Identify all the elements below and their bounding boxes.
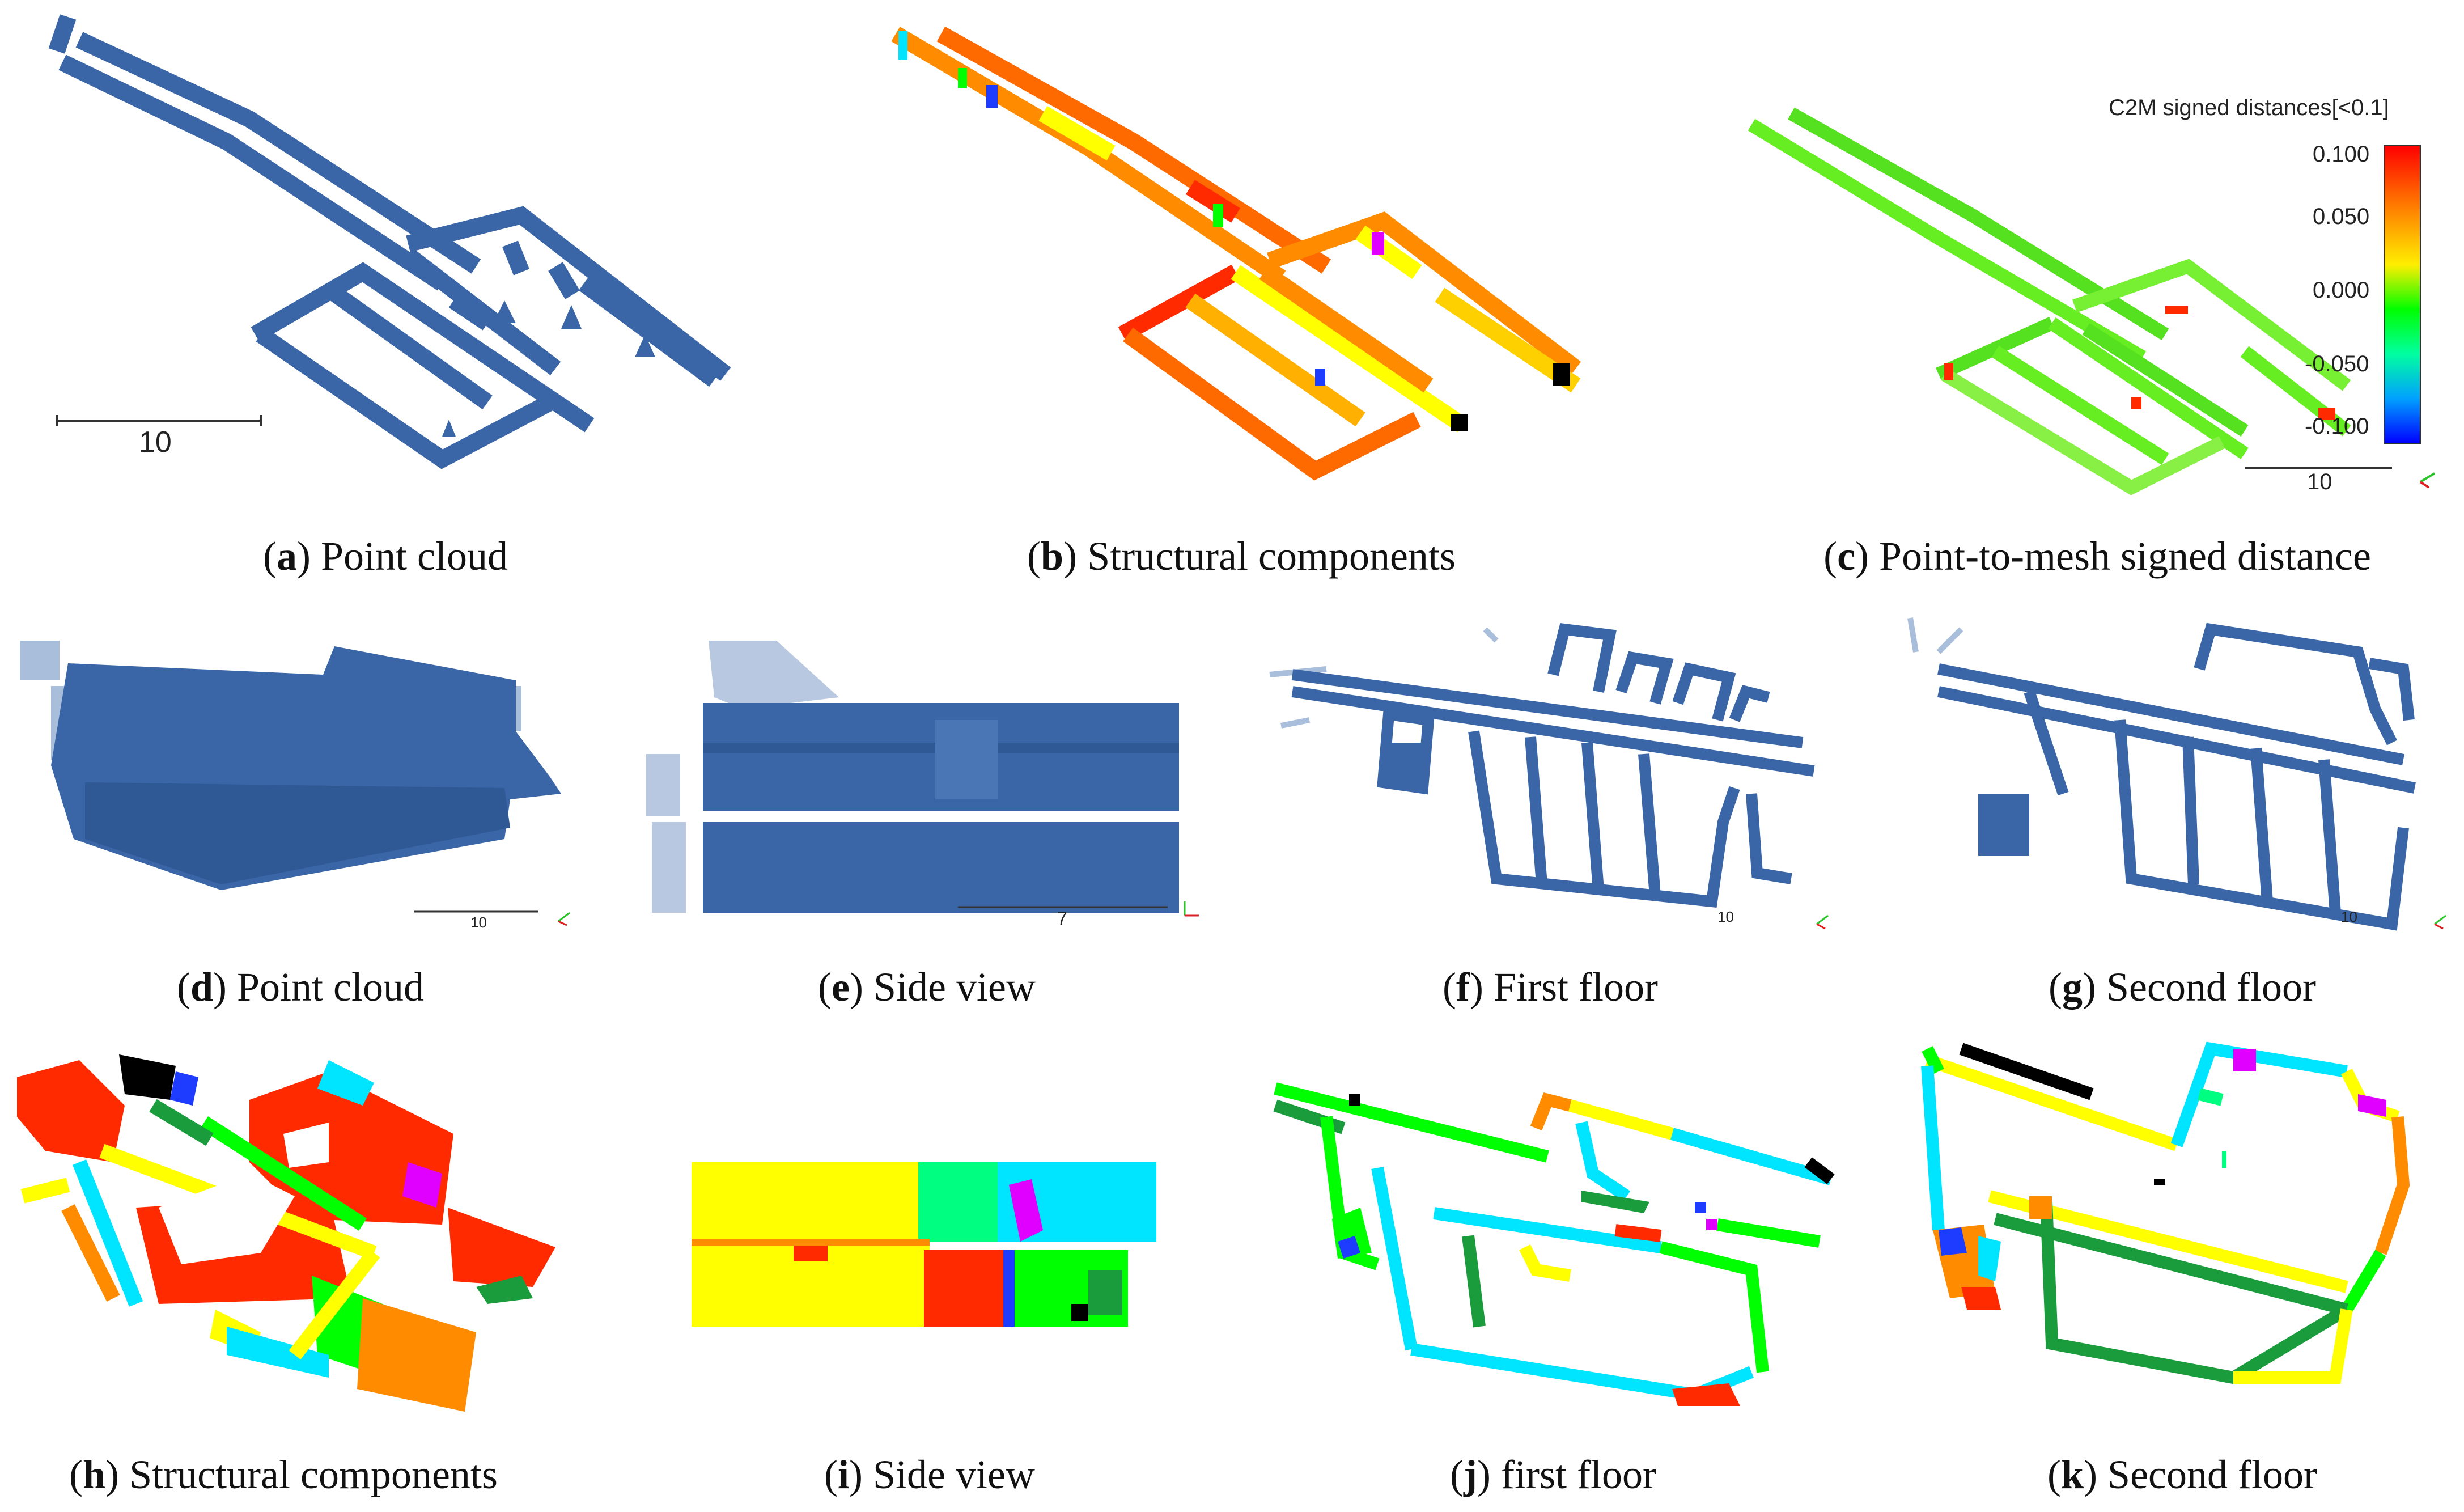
panel-j-caption: (j) first floor [1450,1452,1656,1497]
panel-h-image [11,1037,555,1429]
panel-g-caption: (g) Second floor [2049,964,2316,1010]
panel-g-image: 10 [1905,607,2460,941]
panel-a-caption: (a) Point cloud [263,533,508,579]
colorbar-tick-5: -0.100 [2305,414,2369,439]
panel-a-scale-bar [56,415,262,426]
panel-c-image: 10 [1734,91,2437,499]
panel-a-scale-label: 10 [139,426,172,459]
panel-f-image: 10 [1258,607,1842,941]
colorbar-title: C2M signed distances[<0.1] [2109,95,2389,120]
panel-g-scale-label: 10 [2341,908,2357,925]
panel-e-image: 7 [641,629,1213,947]
panel-e-scale-label: 7 [1057,908,1067,929]
panel-h-caption: (h) Structural components [69,1452,498,1497]
axis-triad-icon [558,912,570,926]
panel-d-caption: (d) Point cloud [176,964,425,1010]
panel-i-image [680,1151,1179,1338]
panel-f-caption: (f) First floor [1443,964,1658,1010]
panel-d-image: 10 [17,624,584,941]
panel-a-image: 10 [11,6,760,499]
panel-k-caption: (k) Second floor [2047,1452,2317,1497]
colorbar-tick-2: 0.050 [2313,204,2370,229]
axis-triad-icon [2434,914,2446,930]
panel-c-caption: (c) Point-to-mesh signed distance [1823,533,2371,579]
panel-f-scale-label: 10 [1717,908,1734,925]
panel-b-image [873,17,1610,499]
axis-triad-icon [2419,472,2436,489]
panel-i-caption: (i) Side view [824,1452,1035,1497]
axis-triad-icon [1816,914,1829,930]
panel-d-scale-label: 10 [470,914,487,931]
panel-k-image [1916,1026,2426,1423]
colorbar-tick-4: -0.050 [2305,351,2369,376]
panel-c-scale-label: 10 [2307,469,2332,494]
colorbar [2384,145,2421,444]
colorbar-tick-1: 0.100 [2313,142,2370,167]
panel-b-caption: (b) Structural components [1027,533,1456,579]
colorbar-tick-3: 0.000 [2313,278,2370,303]
axis-triad-icon [1184,901,1199,917]
panel-j-image [1264,1066,1854,1429]
panel-e-caption: (e) Side view [818,964,1036,1010]
